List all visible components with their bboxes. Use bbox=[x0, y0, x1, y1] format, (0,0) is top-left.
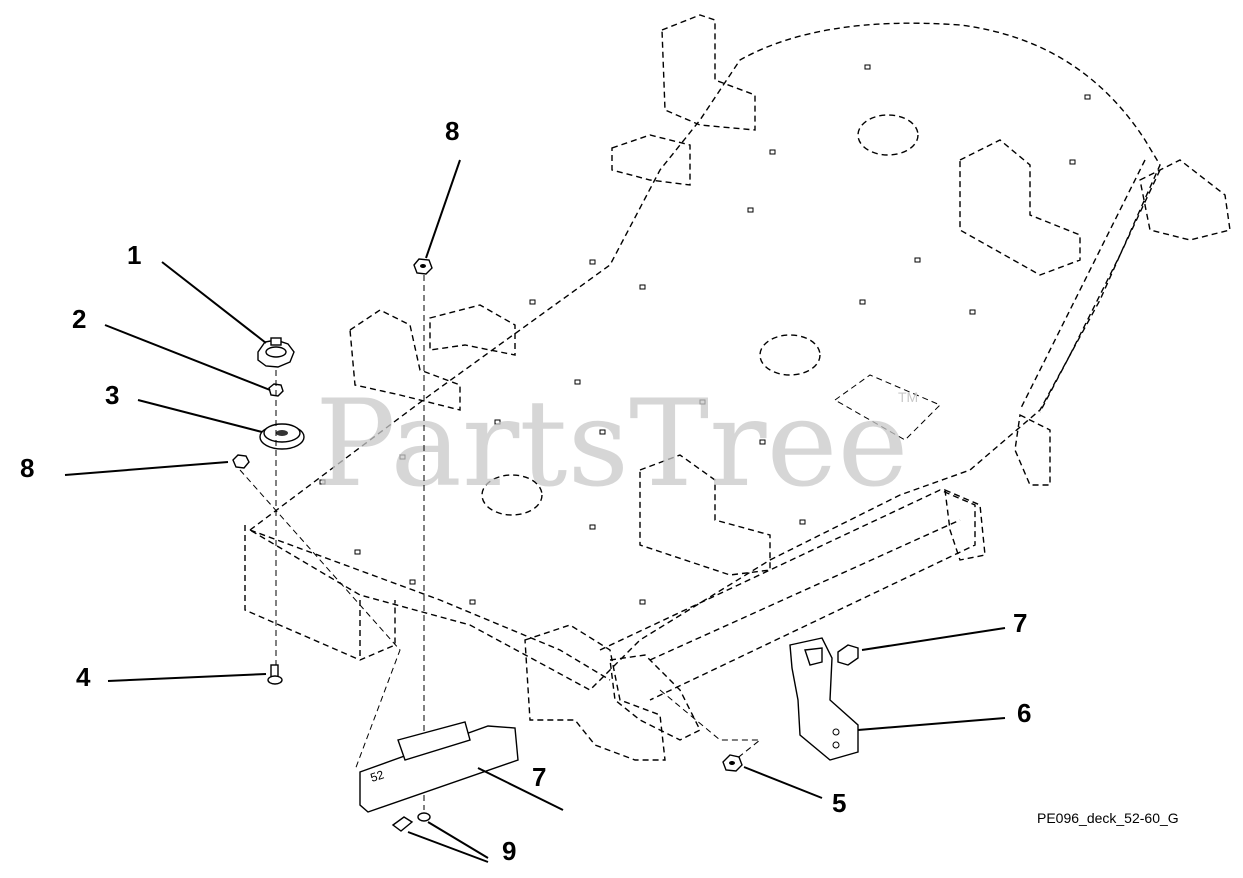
bracket-rear-lower bbox=[524, 624, 666, 761]
callout-1: 1 bbox=[127, 240, 141, 270]
part-4-bolt bbox=[267, 664, 283, 685]
leader-8-top bbox=[425, 159, 461, 259]
spindle-opening-1 bbox=[857, 114, 919, 156]
belt-cover-plate bbox=[834, 374, 941, 441]
mower-deck bbox=[244, 14, 1231, 761]
spindle-opening-2 bbox=[759, 334, 821, 376]
leader-3 bbox=[137, 399, 263, 433]
part-8-nut-top bbox=[413, 258, 433, 275]
leader-8-left bbox=[64, 461, 229, 476]
leader-6 bbox=[857, 717, 1006, 731]
deck-rear-beam bbox=[599, 489, 976, 701]
callout-6: 6 bbox=[1017, 698, 1031, 728]
leader-1 bbox=[161, 261, 267, 344]
deck-side-rail bbox=[1019, 159, 1161, 413]
watermark-text: PartsTree bbox=[315, 375, 909, 514]
part-8-nut-left bbox=[232, 454, 250, 469]
watermark-trademark: TM bbox=[898, 389, 918, 405]
callout-3: 3 bbox=[105, 380, 119, 410]
callout-7-bottom: 7 bbox=[532, 762, 546, 792]
bracket-side-lower bbox=[1014, 413, 1051, 486]
part-7-bolt bbox=[837, 644, 859, 666]
callout-7-right: 7 bbox=[1013, 608, 1027, 638]
part-9-pins bbox=[391, 812, 431, 832]
callout-4: 4 bbox=[76, 662, 91, 692]
assembly-axis-right bbox=[659, 689, 762, 761]
spindle-opening-3 bbox=[481, 474, 543, 516]
leader-4 bbox=[107, 673, 267, 682]
callout-2: 2 bbox=[72, 304, 86, 334]
bracket-left-upper bbox=[611, 134, 691, 186]
deck-front-edge bbox=[249, 529, 611, 681]
part-3-wheel bbox=[259, 423, 305, 450]
deflector-stamp: 52 bbox=[369, 767, 386, 785]
reference-code: PE096_deck_52-60_G bbox=[1037, 810, 1179, 826]
deck-holes bbox=[319, 64, 1091, 605]
leader-5 bbox=[743, 766, 823, 799]
callouts: 1 2 3 8 4 8 7 6 7 5 9 bbox=[20, 116, 1031, 866]
bracket-rear-lower-right bbox=[609, 654, 701, 741]
leader-9b bbox=[427, 821, 489, 859]
bracket-center bbox=[639, 454, 771, 576]
part-1-knob bbox=[257, 337, 295, 368]
part-5-nut bbox=[722, 754, 743, 772]
callout-8-left: 8 bbox=[20, 453, 34, 483]
deck-front-skirt bbox=[244, 525, 396, 661]
leader-lines bbox=[64, 159, 1006, 863]
bracket-front-left bbox=[429, 304, 516, 356]
bracket-side-right bbox=[1139, 159, 1231, 241]
bracket-front-left-tall bbox=[349, 309, 461, 411]
leader-9a bbox=[407, 831, 489, 863]
callout-8-top: 8 bbox=[445, 116, 459, 146]
assembly-axis-diagonal bbox=[239, 469, 401, 771]
deck-outline bbox=[248, 22, 1161, 691]
bracket-rear-left bbox=[661, 14, 756, 131]
watermark: PartsTree TM bbox=[315, 375, 918, 514]
callout-9: 9 bbox=[502, 836, 516, 866]
callout-5: 5 bbox=[832, 788, 846, 818]
bracket-rear-right-post bbox=[944, 488, 986, 561]
leader-2 bbox=[104, 324, 271, 391]
leader-7-right bbox=[861, 627, 1006, 651]
bracket-rear-right bbox=[959, 139, 1081, 276]
leader-7-bottom bbox=[477, 767, 564, 811]
part-6-plate bbox=[789, 637, 859, 761]
part-7-deflector: 52 bbox=[359, 721, 519, 813]
